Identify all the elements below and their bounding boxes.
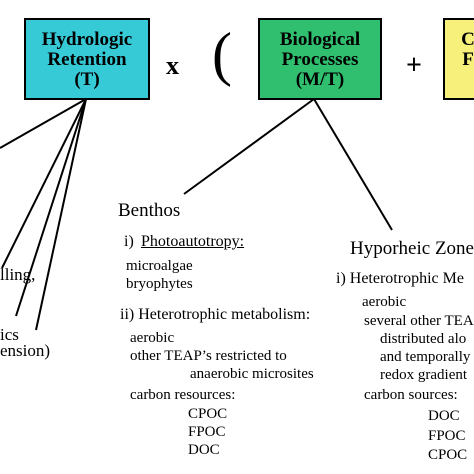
third-component-box: C F bbox=[443, 18, 474, 100]
benthos-item2-value-1: aerobic bbox=[130, 330, 175, 346]
hydrologic-box-line-3: (T) bbox=[74, 69, 100, 90]
biological-box-line-3: (M/T) bbox=[295, 69, 345, 90]
hydrologic-retention-box: Hydrologic Retention (T) bbox=[24, 18, 150, 100]
left-fragment-2: ics bbox=[0, 325, 19, 344]
benthos-carbon-value-2: FPOC bbox=[188, 424, 226, 440]
hyporheic-item1: i) Heterotrophic Me bbox=[336, 270, 464, 287]
hyporheic-carbon-value-1: DOC bbox=[428, 408, 460, 424]
benthos-carbon-label: carbon resources: bbox=[130, 387, 236, 403]
left-fragment-1: lling, bbox=[0, 265, 36, 284]
plus-operator: + bbox=[406, 50, 422, 81]
hyporheic-value-5: redox gradient bbox=[380, 367, 468, 383]
hyporheic-value-3: distributed alo bbox=[380, 331, 467, 347]
benthos-item2-value-2: other TEAP’s restricted to bbox=[130, 348, 287, 364]
third-box-line-2: F bbox=[462, 49, 474, 70]
left-fragment-3: ension) bbox=[0, 341, 51, 360]
hydro-connector-1 bbox=[0, 98, 87, 149]
hyporheic-value-2: several other TEA bbox=[364, 313, 474, 329]
hyporheic-value-1: aerobic bbox=[362, 294, 407, 310]
benthos-item2: ii) Heterotrophic metabolism: bbox=[120, 306, 311, 323]
biological-box-line-1: Biological bbox=[279, 29, 361, 50]
benthos-carbon-value-1: CPOC bbox=[188, 406, 228, 422]
benthos-item2-value-3: anaerobic microsites bbox=[190, 366, 314, 382]
third-box-line-1: C bbox=[461, 29, 474, 50]
benthos-item1-number: i) bbox=[124, 233, 134, 250]
hydrologic-box-line-2: Retention bbox=[47, 49, 127, 70]
hyporheic-value-4: and temporally bbox=[380, 349, 471, 365]
hydrologic-box-line-1: Hydrologic bbox=[41, 29, 133, 50]
hyporheic-carbon-label: carbon sources: bbox=[364, 387, 458, 403]
benthos-heading: Benthos bbox=[118, 200, 181, 221]
benthos-carbon-value-3: DOC bbox=[188, 442, 220, 458]
biological-processes-box: Biological Processes (M/T) bbox=[258, 18, 382, 100]
hyporheic-carbon-value-3: CPOC bbox=[428, 447, 468, 463]
multiply-operator: x bbox=[166, 51, 179, 80]
bio-connector-left bbox=[183, 98, 315, 195]
hydro-connector-3 bbox=[15, 98, 87, 317]
open-parenthesis: ( bbox=[212, 21, 232, 87]
biological-box-line-2: Processes bbox=[281, 49, 359, 70]
hydro-connector-2 bbox=[1, 98, 87, 269]
benthos-item1-value-1: microalgae bbox=[126, 258, 193, 274]
hydro-connector-4 bbox=[35, 98, 87, 331]
hyporheic-carbon-value-2: FPOC bbox=[428, 428, 466, 444]
hyporheic-heading: Hyporheic Zone bbox=[350, 238, 474, 259]
benthos-item1-value-2: bryophytes bbox=[126, 276, 193, 292]
bio-connector-right bbox=[313, 98, 393, 231]
benthos-item1-label: Photoautotropy: bbox=[141, 233, 245, 250]
